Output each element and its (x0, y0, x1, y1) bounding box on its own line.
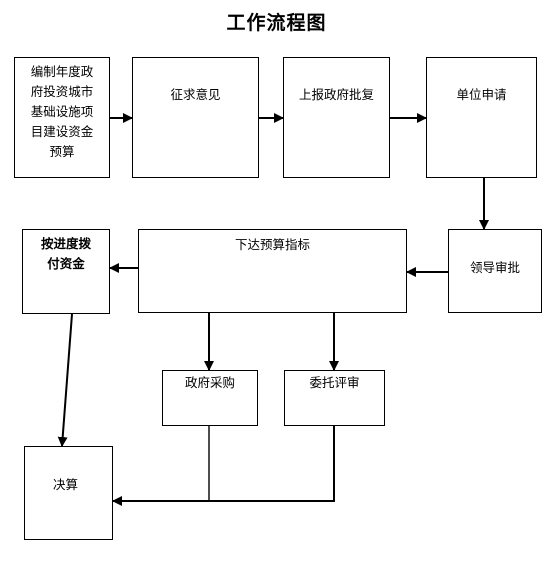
node-issue-label: 下达预算指标 (234, 237, 310, 252)
diagram-title: 工作流程图 (226, 12, 327, 34)
node-budget-line-3: 基础设施项 (30, 104, 94, 119)
node-budget-line-1: 编制年度政 (30, 64, 94, 79)
node-final-label: 决算 (53, 477, 79, 492)
node-budget (14, 57, 110, 178)
node-procure-label: 政府采购 (184, 375, 235, 390)
node-procure (162, 370, 258, 426)
node-budget-label: 编制年度政 府投资城市 基础设施项 目建设资金 预算 (14, 62, 110, 162)
node-opinion (132, 57, 259, 178)
node-issue (138, 229, 407, 313)
node-budget-line-2: 府投资城市 (30, 84, 94, 99)
node-budget-line-4: 目建设资金 (30, 124, 94, 139)
node-budget-line-5: 预算 (49, 144, 75, 159)
node-leader-label: 领导审批 (469, 260, 520, 275)
node-opinion-label: 征求意见 (170, 87, 221, 102)
node-review (284, 370, 385, 426)
arrow-review-to-final (112, 426, 335, 506)
node-apply (426, 57, 537, 178)
node-progress-line-1: 按进度拨 (40, 236, 91, 251)
node-progress (22, 229, 110, 314)
node-review-label: 委托评审 (309, 375, 360, 390)
node-approval-label: 上报政府批复 (298, 87, 374, 102)
node-final (24, 446, 113, 540)
node-progress-line-2: 付资金 (47, 256, 85, 271)
node-progress-label: 按进度拨 付资金 (22, 234, 110, 274)
node-apply-label: 单位申请 (456, 87, 507, 102)
node-approval (283, 57, 390, 178)
arrow-progress-to-final (57, 313, 73, 447)
node-leader (448, 229, 542, 313)
